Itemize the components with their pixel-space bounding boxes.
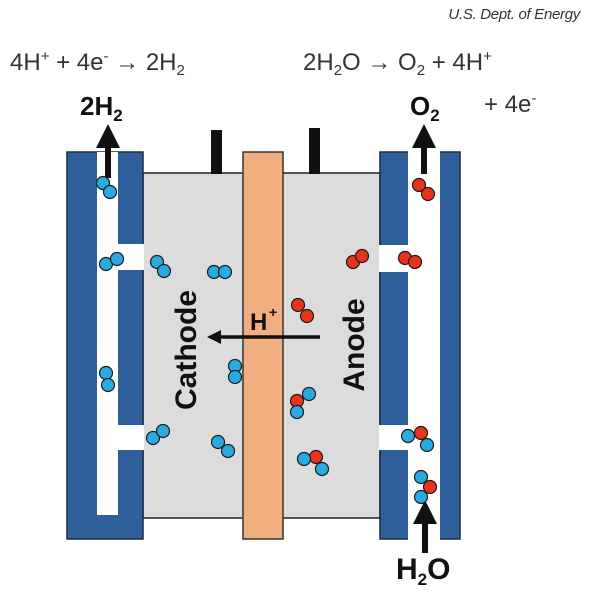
molecule-h2 [210, 434, 236, 459]
eq-anode-product2-charge: + [483, 48, 492, 65]
hydrogen-atom [419, 437, 435, 453]
hydrogen-atom [301, 386, 317, 402]
molecule-o2 [345, 248, 370, 270]
oxygen-atom [354, 248, 370, 264]
molecule-o2 [290, 297, 315, 324]
hydrogen-atom [220, 443, 236, 459]
hydrogen-atom [156, 263, 172, 279]
molecule-h2 [227, 358, 243, 385]
hydrogen-atom [217, 264, 233, 280]
eq-anode-reactant: 2H [303, 49, 334, 76]
anode-equation-line1: 2H2O → O2 + 4H+ [303, 48, 492, 79]
hydrogen-atom [227, 369, 243, 385]
molecules-layer [95, 175, 438, 505]
eq-cathode-term1: 4H [10, 49, 41, 76]
h2o-input-o: O [427, 553, 451, 586]
cathode-terminal [211, 130, 222, 174]
proton-charge: + [269, 304, 277, 320]
h2-output-sub: 2 [113, 106, 123, 125]
eq-anode-product2: + 4H [425, 49, 484, 76]
proton-label: H [250, 309, 267, 336]
molecule-h2o [413, 469, 438, 505]
hydrogen-atom [109, 251, 125, 267]
hydrogen-atom [102, 184, 118, 200]
source-credit: U.S. Dept. of Energy [448, 6, 580, 23]
molecule-h2o [296, 449, 330, 477]
oxygen-atom [413, 425, 429, 441]
hydrogen-atom [413, 469, 429, 485]
h2-output-label: 2H2 [80, 91, 123, 126]
molecule-h2 [206, 264, 233, 280]
cathode-label: Cathode [170, 290, 203, 410]
molecule-h2 [149, 254, 172, 279]
molecule-h2 [98, 251, 125, 272]
eq-cathode-product: → 2H [108, 49, 177, 76]
oxygen-atom [422, 479, 438, 495]
h2o-input-sub: 2 [417, 570, 428, 589]
eq-cathode-term2: + 4e [49, 49, 104, 76]
eq-anode-electrons-charge: - [531, 90, 537, 107]
h2o-input-h: H [396, 553, 418, 586]
hydrogen-atom [145, 430, 161, 446]
cathode-equation: 4H+ + 4e- → 2H2 [10, 48, 185, 79]
anode-terminal [309, 128, 320, 174]
molecule-h2 [95, 175, 118, 200]
eq-cathode-term2-charge: - [103, 48, 109, 65]
molecule-h2 [145, 423, 171, 446]
eq-anode-electrons: + 4e [484, 91, 532, 118]
hydrogen-atom [314, 461, 330, 477]
eq-anode-product1-sub: 2 [416, 62, 426, 79]
hydrogen-atom [98, 365, 114, 381]
eq-anode-reactant-sub: 2 [333, 62, 343, 79]
oxygen-atom [308, 449, 324, 465]
cathode-port-lower [118, 425, 144, 450]
oxygen-atom [411, 177, 427, 193]
o2-output-sub: 2 [430, 106, 440, 125]
eq-anode-product1: O → O [342, 49, 417, 76]
hydrogen-atom [296, 451, 312, 467]
cathode-gas-channel [97, 152, 118, 515]
eq-cathode-product-sub: 2 [176, 62, 185, 79]
molecule-o2 [411, 177, 436, 202]
molecule-h2o [400, 425, 435, 453]
cathode-electrode [66, 151, 144, 540]
hydrogen-atom [413, 489, 429, 505]
hydrogen-atom [100, 377, 116, 393]
molecule-h2 [98, 365, 116, 393]
o2-output-text: O [410, 91, 431, 121]
hydrogen-atom [155, 423, 171, 439]
h2o-input-label: H2O [396, 553, 450, 590]
h2-output-text: 2H [80, 91, 114, 121]
proton-exchange-membrane [242, 151, 284, 540]
hydrogen-atom [210, 434, 226, 450]
molecule-o2 [397, 250, 423, 270]
molecule-h2o [289, 386, 317, 420]
oxygen-atom [299, 308, 315, 324]
eq-cathode-term1-charge: + [40, 48, 50, 65]
anode-equation-line2: + 4e- [484, 90, 536, 119]
hydrogen-atom [400, 428, 416, 444]
oxygen-atom [420, 186, 436, 202]
anode-label: Anode [338, 298, 371, 391]
o2-output-label: O2 [410, 91, 440, 126]
oxygen-atom [290, 297, 306, 313]
hydrogen-atom [289, 404, 305, 420]
oxygen-atom [407, 254, 423, 270]
